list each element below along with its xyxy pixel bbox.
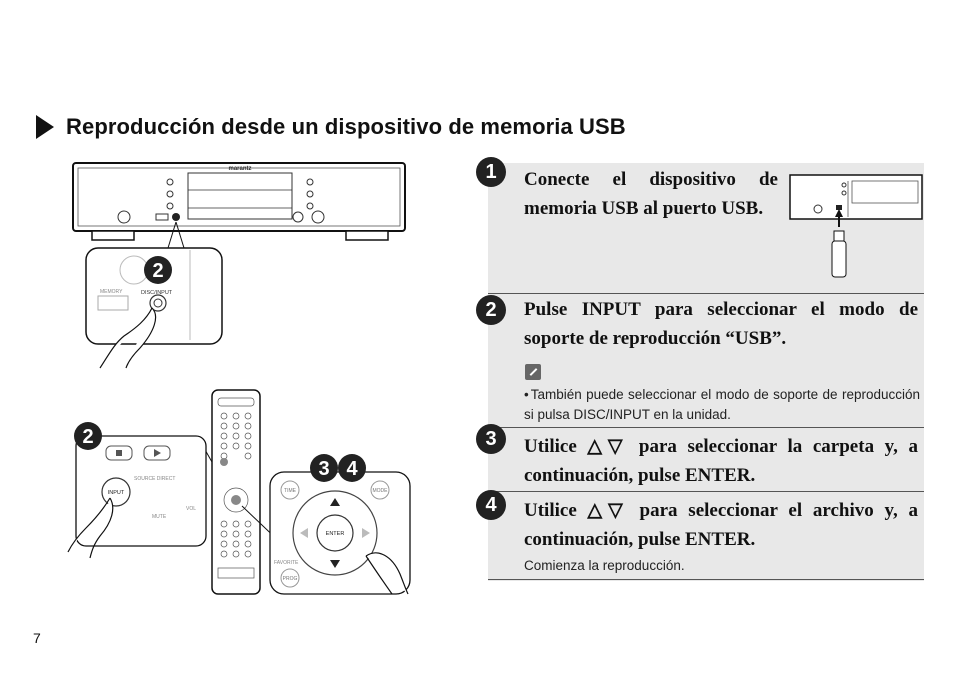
step-number-badge: 1 [476,157,506,187]
remote-illustration: INPUT SOURCE DIRECT MUTE VOL 2 TIME MODE… [66,388,416,598]
step-number-badge: 4 [476,490,506,520]
steps-panel [488,163,924,581]
device-brand-label: marantz [228,166,251,172]
remote-mode-label: MODE [373,488,389,494]
step-3: 3 Utilice △▽ para seleccionar la carpeta… [476,424,924,491]
remote-input-label: INPUT [108,490,125,496]
remote-vol-label: VOL [186,506,196,512]
callout-step2-remote: 2 [82,426,93,448]
step-1: 1 Conecte el dispositivo de memoria USB … [476,157,924,293]
remote-source-direct-label: SOURCE DIRECT [134,476,175,482]
pencil-note-icon [525,364,541,380]
page-number: 7 [33,630,41,646]
step-divider [488,427,924,428]
section-title: Reproducción desde un dispositivo de mem… [66,114,626,139]
callout-step2-device: 2 [152,260,163,282]
step-2: 2 Pulse INPUT para seleccionar el modo d… [476,293,924,423]
remote-time-label: TIME [284,488,297,494]
step-text: Conecte el dispositivo de memoria USB al… [524,169,778,219]
disc-input-label: DISC/INPUT [141,290,173,296]
step-divider [488,293,924,294]
note-text: •También puede seleccionar el modo de so… [524,385,920,425]
remote-favorite-label: FAVORITE [274,560,299,566]
step-text: Utilice △▽ para seleccionar la carpeta y… [524,436,918,486]
step-text: Pulse INPUT para seleccionar el modo de … [524,299,918,349]
step-text: Utilice △▽ para seleccionar el archivo y… [524,500,918,550]
remote-enter-label: ENTER [326,531,345,537]
usb-port-label: MEMORY [100,289,123,295]
callout-step3: 3 [318,458,329,480]
step-divider [488,491,924,492]
step-number-badge: 3 [476,424,506,454]
note-bullet: • [524,387,529,402]
remote-prog-label: PROG [283,576,298,582]
callout-step4: 4 [346,458,358,480]
section-header: Reproducción desde un dispositivo de mem… [36,114,626,140]
device-illustration: marantz MEMORY DISC/INPUT [70,160,410,370]
panel-bottom-divider [488,579,924,580]
step-4: 4 Utilice △▽ para seleccionar el archivo… [476,490,924,581]
result-text: Comienza la reproducción. [524,558,685,573]
remote-mute-label: MUTE [152,514,167,520]
section-marker-icon [36,115,54,139]
note-body: También puede seleccionar el modo de sop… [524,387,920,422]
step-number-badge: 2 [476,295,506,325]
usb-connection-icon [789,174,923,278]
